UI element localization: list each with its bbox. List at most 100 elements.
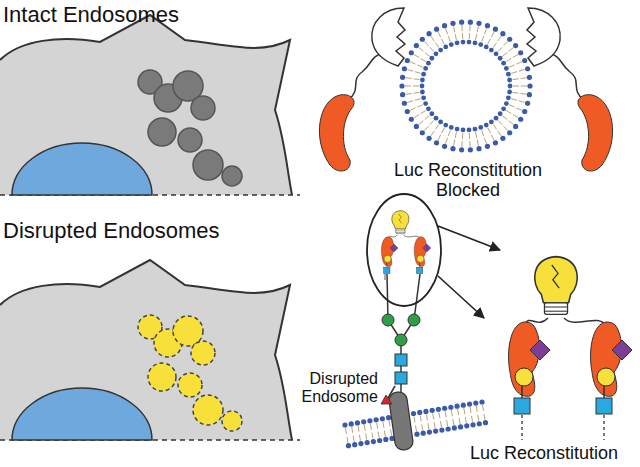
lipid-vesicle-part	[417, 65, 423, 67]
lipid-vesicle-part	[491, 32, 494, 37]
endosome-membrane-part	[467, 401, 472, 406]
endosome-membrane-part	[446, 426, 451, 431]
lipid-vesicle-part	[407, 101, 413, 103]
endosome-membrane-part	[461, 403, 466, 408]
glycoprotein-part-part	[387, 274, 388, 320]
endosome-membrane-part	[440, 421, 442, 427]
lipid-vesicle-part	[448, 36, 450, 42]
lipid-vesicle-part	[413, 78, 419, 80]
lipid-vesicle-part	[513, 54, 518, 57]
endosome-membrane-part	[414, 432, 419, 437]
split-luciferase-left-part	[348, 54, 380, 100]
split-luciferase-right-part	[578, 95, 613, 171]
lipid-vesicle-part	[498, 56, 503, 61]
lipid-vesicle-part	[513, 86, 519, 87]
dashed-anchors-part	[603, 415, 604, 440]
lipid-vesicle-part	[498, 120, 502, 124]
lipid-vesicle-part	[426, 61, 431, 66]
lipid-vesicle-part	[420, 130, 425, 135]
lipid-vesicle-part	[426, 31, 431, 36]
lipid-vesicle-part	[430, 120, 434, 124]
outcome-label: Luc Reconstitution	[462, 443, 626, 463]
endosome-membrane-part	[432, 413, 434, 419]
lipid-vesicle-part	[429, 111, 434, 116]
endosome-membrane-part	[359, 435, 361, 441]
zoom-arrows-part	[438, 276, 484, 318]
lipid-vesicle-part	[518, 117, 523, 122]
glycoprotein-part	[395, 334, 407, 346]
endosome-membrane-part	[454, 404, 459, 409]
lipid-vesicle-part	[410, 108, 416, 110]
lipid-vesicle-part	[476, 34, 477, 40]
lipid-vesicle-part	[520, 93, 526, 95]
endosome-membrane-part	[417, 410, 422, 415]
lipid-vesicle-part	[435, 43, 438, 48]
endosome-membrane-part	[423, 409, 428, 414]
zoom-arrows-part	[438, 226, 500, 250]
endosome-membrane-part	[420, 415, 422, 421]
endosome-membrane-part	[457, 409, 459, 415]
glycoprotein-part	[385, 274, 386, 280]
cell-intact-part-part	[148, 118, 176, 146]
lipid-vesicle-part	[421, 110, 426, 113]
lipid-vesicle-part	[414, 43, 419, 48]
lipid-vesicle-part	[485, 144, 490, 149]
lipid-vesicle-part	[413, 86, 419, 87]
reconstituted-luciferase-part-part	[544, 306, 567, 307]
reconstituted-luciferase-part-part	[535, 257, 578, 303]
lipid-vesicle-part	[467, 127, 472, 132]
endosome-membrane-part	[365, 434, 367, 440]
endosome-membrane-part	[458, 424, 463, 429]
lipid-vesicle-part	[513, 92, 519, 94]
lipid-vesicle-part	[461, 40, 466, 45]
lipid-vesicle-part	[409, 50, 414, 55]
lipid-vesicle-part	[476, 21, 481, 26]
lipid-vesicle-part	[502, 53, 507, 57]
lipid-vesicle-part	[484, 45, 489, 50]
lipid-vesicle-part	[438, 135, 441, 140]
dashed-anchors	[522, 415, 604, 440]
lipid-vesicle-part	[409, 117, 414, 122]
lipid-vesicle-part	[494, 116, 499, 121]
lipid-vesicle-part	[420, 84, 425, 89]
lipid-vesicle-part	[501, 61, 506, 66]
lipid-vesicle-part	[414, 115, 419, 118]
endosome-membrane-part	[436, 407, 441, 412]
lipid-vesicle-part	[424, 41, 428, 45]
glycoprotein-part-part	[388, 386, 395, 398]
cell-disrupted-part	[0, 260, 292, 440]
reconstituted-luciferase-part	[515, 368, 533, 386]
lipid-vesicle-part	[434, 27, 439, 32]
cell-intact-part	[0, 15, 292, 195]
lipid-vesicle-part	[509, 105, 515, 107]
endosome-membrane-part	[413, 416, 415, 422]
endosome-membrane-part	[364, 425, 366, 431]
glycoprotein-part	[387, 274, 420, 398]
lipid-vesicle-part	[405, 86, 411, 87]
lipid-vesicle-part	[423, 101, 428, 106]
cell-disrupted-part-part	[191, 341, 215, 365]
lipid-vesicle-part	[425, 53, 430, 57]
endosome-membrane-part	[361, 419, 366, 424]
lipid-vesicle-part	[498, 36, 501, 41]
lipid-vesicle-part	[504, 126, 508, 130]
lipid-vesicle-part	[507, 78, 512, 83]
endosome-membrane-part	[371, 433, 373, 439]
lipid-vesicle-part	[507, 130, 512, 135]
lipid-vesicle-part	[406, 77, 412, 79]
endosome-membrane-part	[426, 414, 428, 420]
lipid-vesicle-part	[477, 26, 478, 32]
reconstituted-luciferase-part	[597, 368, 615, 386]
lipid-vesicle-part	[484, 29, 486, 35]
dashed-anchors-part	[521, 415, 522, 440]
structure-label: Disrupted Endosome	[296, 370, 378, 406]
lipid-vesicle-part	[488, 39, 491, 44]
endosome-membrane-part	[427, 430, 432, 435]
endosome-membrane-part	[351, 427, 353, 433]
lipid-vesicle-part	[419, 121, 424, 125]
endosome-membrane-part	[470, 422, 475, 427]
endosome-membrane-part	[482, 405, 484, 411]
reconstituted-luciferase-part-part	[544, 303, 567, 315]
split-luciferase-left-part	[319, 95, 354, 171]
endosome-membrane-part	[452, 425, 457, 430]
